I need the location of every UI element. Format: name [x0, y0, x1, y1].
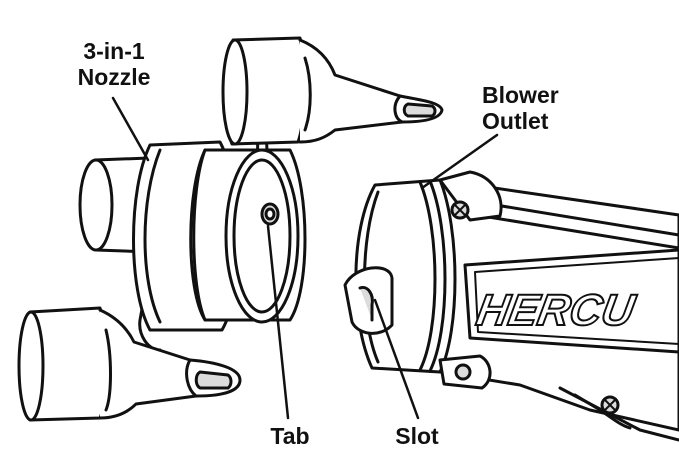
tab-feature	[260, 202, 280, 226]
leader-lines	[111, 96, 499, 420]
upper-small-nozzle	[221, 36, 444, 146]
nozzle-label-line1: 3-in-1	[83, 38, 145, 64]
slot-label: Slot	[395, 423, 439, 449]
leader-nozzle	[111, 96, 150, 162]
brand-plate	[463, 248, 679, 354]
leader-blower	[420, 133, 499, 190]
blower-outlet-label: Blower Outlet	[482, 82, 612, 134]
slot-feature	[343, 266, 394, 335]
nozzle-main-barrel	[78, 140, 307, 332]
screw-icon	[454, 363, 472, 381]
brand-text: HERCU	[473, 286, 639, 335]
blower-label-line1: Blower	[482, 82, 559, 108]
lower-small-nozzle	[17, 306, 242, 422]
leader-tab	[266, 224, 290, 420]
three-in-one-nozzle	[17, 36, 444, 422]
nozzle-label: 3-in-1 Nozzle	[44, 38, 184, 90]
leader-slot	[373, 298, 420, 420]
blower-label-line2: Outlet	[482, 108, 549, 134]
tab-label: Tab	[270, 423, 310, 449]
blower-outlet	[343, 170, 679, 442]
nozzle-label-line2: Nozzle	[77, 64, 151, 90]
